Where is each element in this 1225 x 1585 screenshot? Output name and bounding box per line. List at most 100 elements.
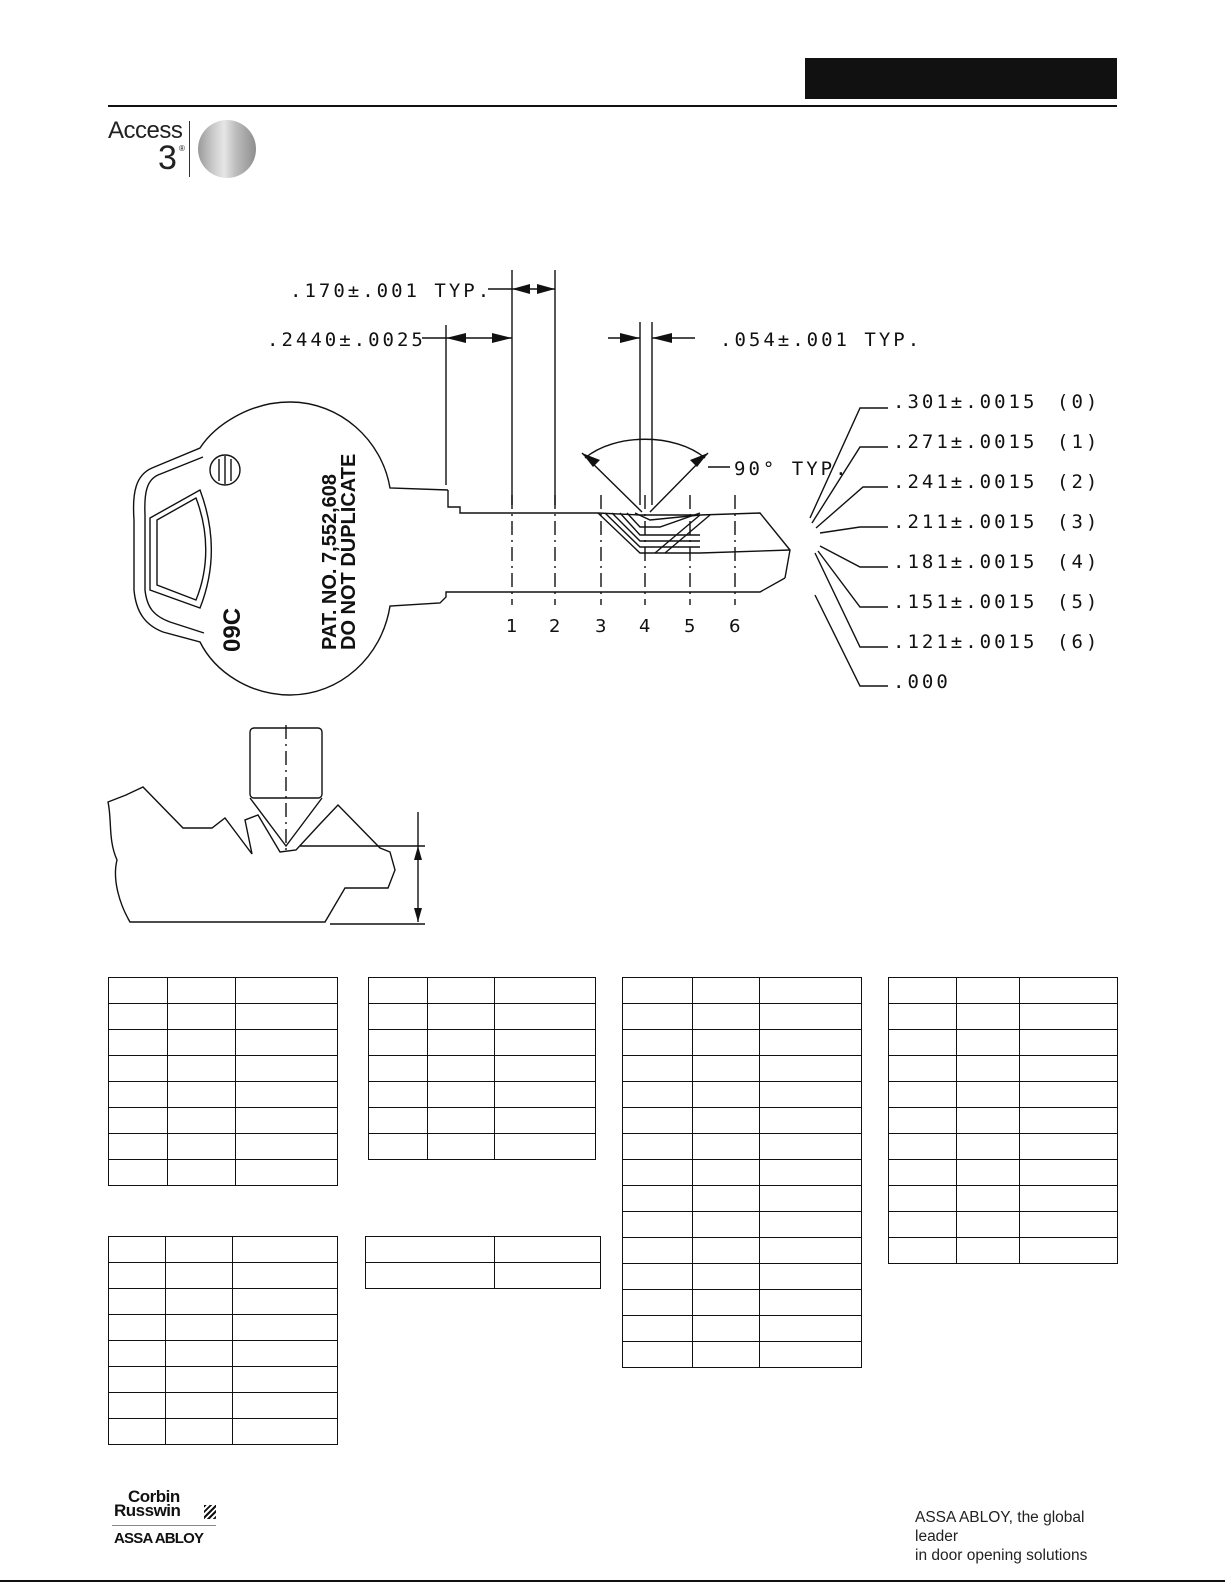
dim-spacing-typ: .054±.001 TYP. bbox=[720, 329, 922, 351]
table-row bbox=[108, 1081, 338, 1108]
table-row bbox=[108, 1055, 338, 1082]
dim-left: .2440±.0025 bbox=[267, 329, 426, 351]
table-row bbox=[108, 1418, 338, 1445]
table-row bbox=[622, 1055, 862, 1082]
table-row bbox=[365, 1236, 601, 1263]
depth-value: .271±.0015 bbox=[893, 431, 1037, 453]
table-row bbox=[108, 1107, 338, 1134]
table-row bbox=[622, 1003, 862, 1030]
logo-line3: ASSA ABLOY bbox=[114, 1530, 204, 1547]
table-row bbox=[622, 1029, 862, 1056]
table-row bbox=[108, 1262, 338, 1289]
table-row bbox=[622, 1107, 862, 1134]
table-row bbox=[108, 1340, 338, 1367]
table-b bbox=[368, 977, 596, 1160]
position-number: 3 bbox=[595, 616, 606, 637]
footer-tagline: ASSA ABLOY, the global leader in door op… bbox=[915, 1508, 1125, 1565]
depth-code: (5) bbox=[1057, 591, 1100, 613]
table-row bbox=[108, 1236, 338, 1263]
depth-code: (4) bbox=[1057, 551, 1100, 573]
table-row bbox=[368, 1107, 596, 1134]
table-row bbox=[622, 1081, 862, 1108]
brand-separator bbox=[189, 121, 190, 177]
logo-divider bbox=[112, 1525, 216, 1526]
depth-code: (3) bbox=[1057, 511, 1100, 533]
logo-line1: Corbin bbox=[128, 1487, 180, 1506]
footer-rule bbox=[0, 1580, 1225, 1582]
table-row bbox=[108, 1314, 338, 1341]
table-row bbox=[368, 1003, 596, 1030]
depth-value: .000 bbox=[893, 671, 951, 693]
table-row bbox=[622, 1133, 862, 1160]
table-row bbox=[888, 1107, 1118, 1134]
table-row bbox=[888, 1159, 1118, 1186]
table-row bbox=[108, 1366, 338, 1393]
depth-code: (1) bbox=[1057, 431, 1100, 453]
header-bar bbox=[805, 58, 1117, 99]
table-row bbox=[888, 977, 1118, 1004]
logo-mark-icon bbox=[204, 1505, 216, 1519]
key-warning-text: DO NOT DUPLICATE bbox=[338, 454, 360, 650]
table-row bbox=[888, 1133, 1118, 1160]
brand-registered-mark: ® bbox=[179, 144, 185, 153]
key-patent-text: PAT. NO. 7,552,608 bbox=[319, 474, 341, 650]
tagline-line1: ASSA ABLOY, the global leader bbox=[915, 1509, 1085, 1545]
table-row bbox=[888, 1029, 1118, 1056]
depth-value: .301±.0015 bbox=[893, 391, 1037, 413]
position-number: 5 bbox=[684, 616, 695, 637]
depth-value: .241±.0015 bbox=[893, 471, 1037, 493]
table-row bbox=[622, 1211, 862, 1238]
key-logo-icon bbox=[209, 454, 241, 486]
table-row bbox=[622, 1185, 862, 1212]
brand-word: Access bbox=[108, 117, 183, 144]
key-model-text: 09C bbox=[219, 608, 246, 652]
table-row bbox=[108, 977, 338, 1004]
table-row bbox=[108, 1159, 338, 1186]
table-row bbox=[888, 1237, 1118, 1264]
position-number: 4 bbox=[639, 616, 650, 637]
table-c bbox=[622, 977, 862, 1368]
depth-value: .121±.0015 bbox=[893, 631, 1037, 653]
table-row bbox=[368, 1055, 596, 1082]
depth-code: (0) bbox=[1057, 391, 1100, 413]
table-row bbox=[888, 1081, 1118, 1108]
key-blade-top bbox=[447, 490, 791, 579]
table-a bbox=[108, 977, 338, 1186]
access3-logo: Access 3 ® bbox=[108, 117, 268, 187]
depth-value: .211±.0015 bbox=[893, 511, 1037, 533]
tagline-line2: in door opening solutions bbox=[915, 1547, 1088, 1564]
table-row bbox=[368, 1133, 596, 1160]
table-f bbox=[365, 1236, 601, 1289]
depth-code: (6) bbox=[1057, 631, 1100, 653]
table-row bbox=[888, 1055, 1118, 1082]
table-row bbox=[888, 1185, 1118, 1212]
table-d bbox=[888, 977, 1118, 1264]
table-row bbox=[368, 1081, 596, 1108]
table-row bbox=[365, 1262, 601, 1289]
logo-line2: Russwin bbox=[114, 1501, 181, 1520]
dim-angle: 90° TYP. bbox=[734, 458, 850, 480]
key-bow-window bbox=[149, 488, 212, 609]
table-row bbox=[622, 1263, 862, 1290]
table-row bbox=[108, 1133, 338, 1160]
depth-value: .151±.0015 bbox=[893, 591, 1037, 613]
table-row bbox=[888, 1003, 1118, 1030]
table-row bbox=[108, 1029, 338, 1056]
brand-numeral: 3 bbox=[158, 139, 177, 177]
table-e bbox=[108, 1236, 338, 1445]
key-head-inner bbox=[144, 456, 205, 634]
position-number: 2 bbox=[549, 616, 560, 637]
table-row bbox=[622, 1289, 862, 1316]
table-row bbox=[888, 1211, 1118, 1238]
header-rule bbox=[108, 105, 1117, 107]
table-row bbox=[368, 977, 596, 1004]
table-row bbox=[108, 1288, 338, 1315]
depth-code: (2) bbox=[1057, 471, 1100, 493]
key-head-outline bbox=[132, 401, 786, 696]
table-row bbox=[622, 1315, 862, 1342]
table-row bbox=[368, 1029, 596, 1056]
table-row bbox=[622, 1341, 862, 1368]
corbin-russwin-logo: Corbin Russwin ASSA ABLOY bbox=[112, 1487, 222, 1557]
position-number: 6 bbox=[729, 616, 740, 637]
